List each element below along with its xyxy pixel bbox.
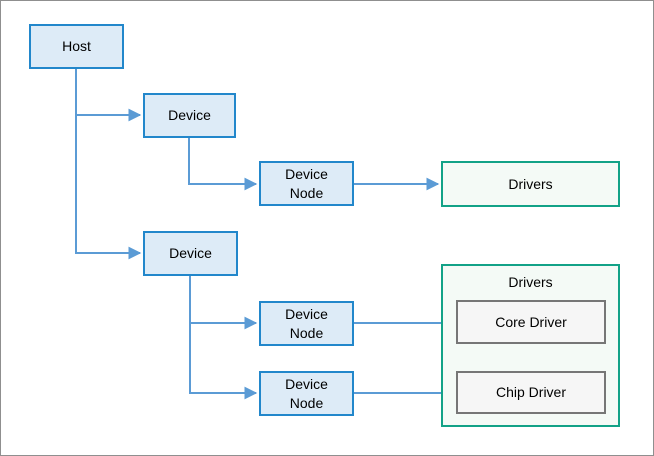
node-drivers-single-label: Drivers (508, 175, 553, 192)
node-host: Host (29, 24, 124, 69)
node-device-node-bottom: Device Node (259, 371, 354, 416)
connector-device-bottom-to-node-bottom (189, 319, 258, 400)
node-device-node-mid-label: Device Node (285, 305, 328, 341)
connector-device-bottom-to-node-mid (189, 276, 258, 330)
node-device-top-label: Device (168, 107, 211, 123)
node-host-label: Host (62, 38, 91, 54)
node-device-node-mid: Device Node (259, 301, 354, 346)
node-drivers-single: Drivers (441, 161, 620, 207)
node-device-bottom-label: Device (169, 245, 212, 261)
connector-device-top-to-node (188, 138, 258, 191)
drivers-group-label: Drivers (508, 274, 553, 290)
node-device-node-top: Device Node (259, 161, 354, 206)
node-core-driver-label: Core Driver (495, 313, 567, 330)
node-device-bottom: Device (143, 231, 238, 276)
node-chip-driver: Chip Driver (456, 371, 606, 414)
node-device-node-bottom-label: Device Node (285, 375, 328, 411)
connector-host-to-device-bottom (75, 111, 142, 260)
node-device-node-top-label: Device Node (285, 165, 328, 201)
node-core-driver: Core Driver (456, 300, 606, 344)
connector-host-to-device-top (75, 69, 142, 122)
node-chip-driver-label: Chip Driver (495, 384, 566, 400)
node-device-top: Device (143, 93, 236, 138)
